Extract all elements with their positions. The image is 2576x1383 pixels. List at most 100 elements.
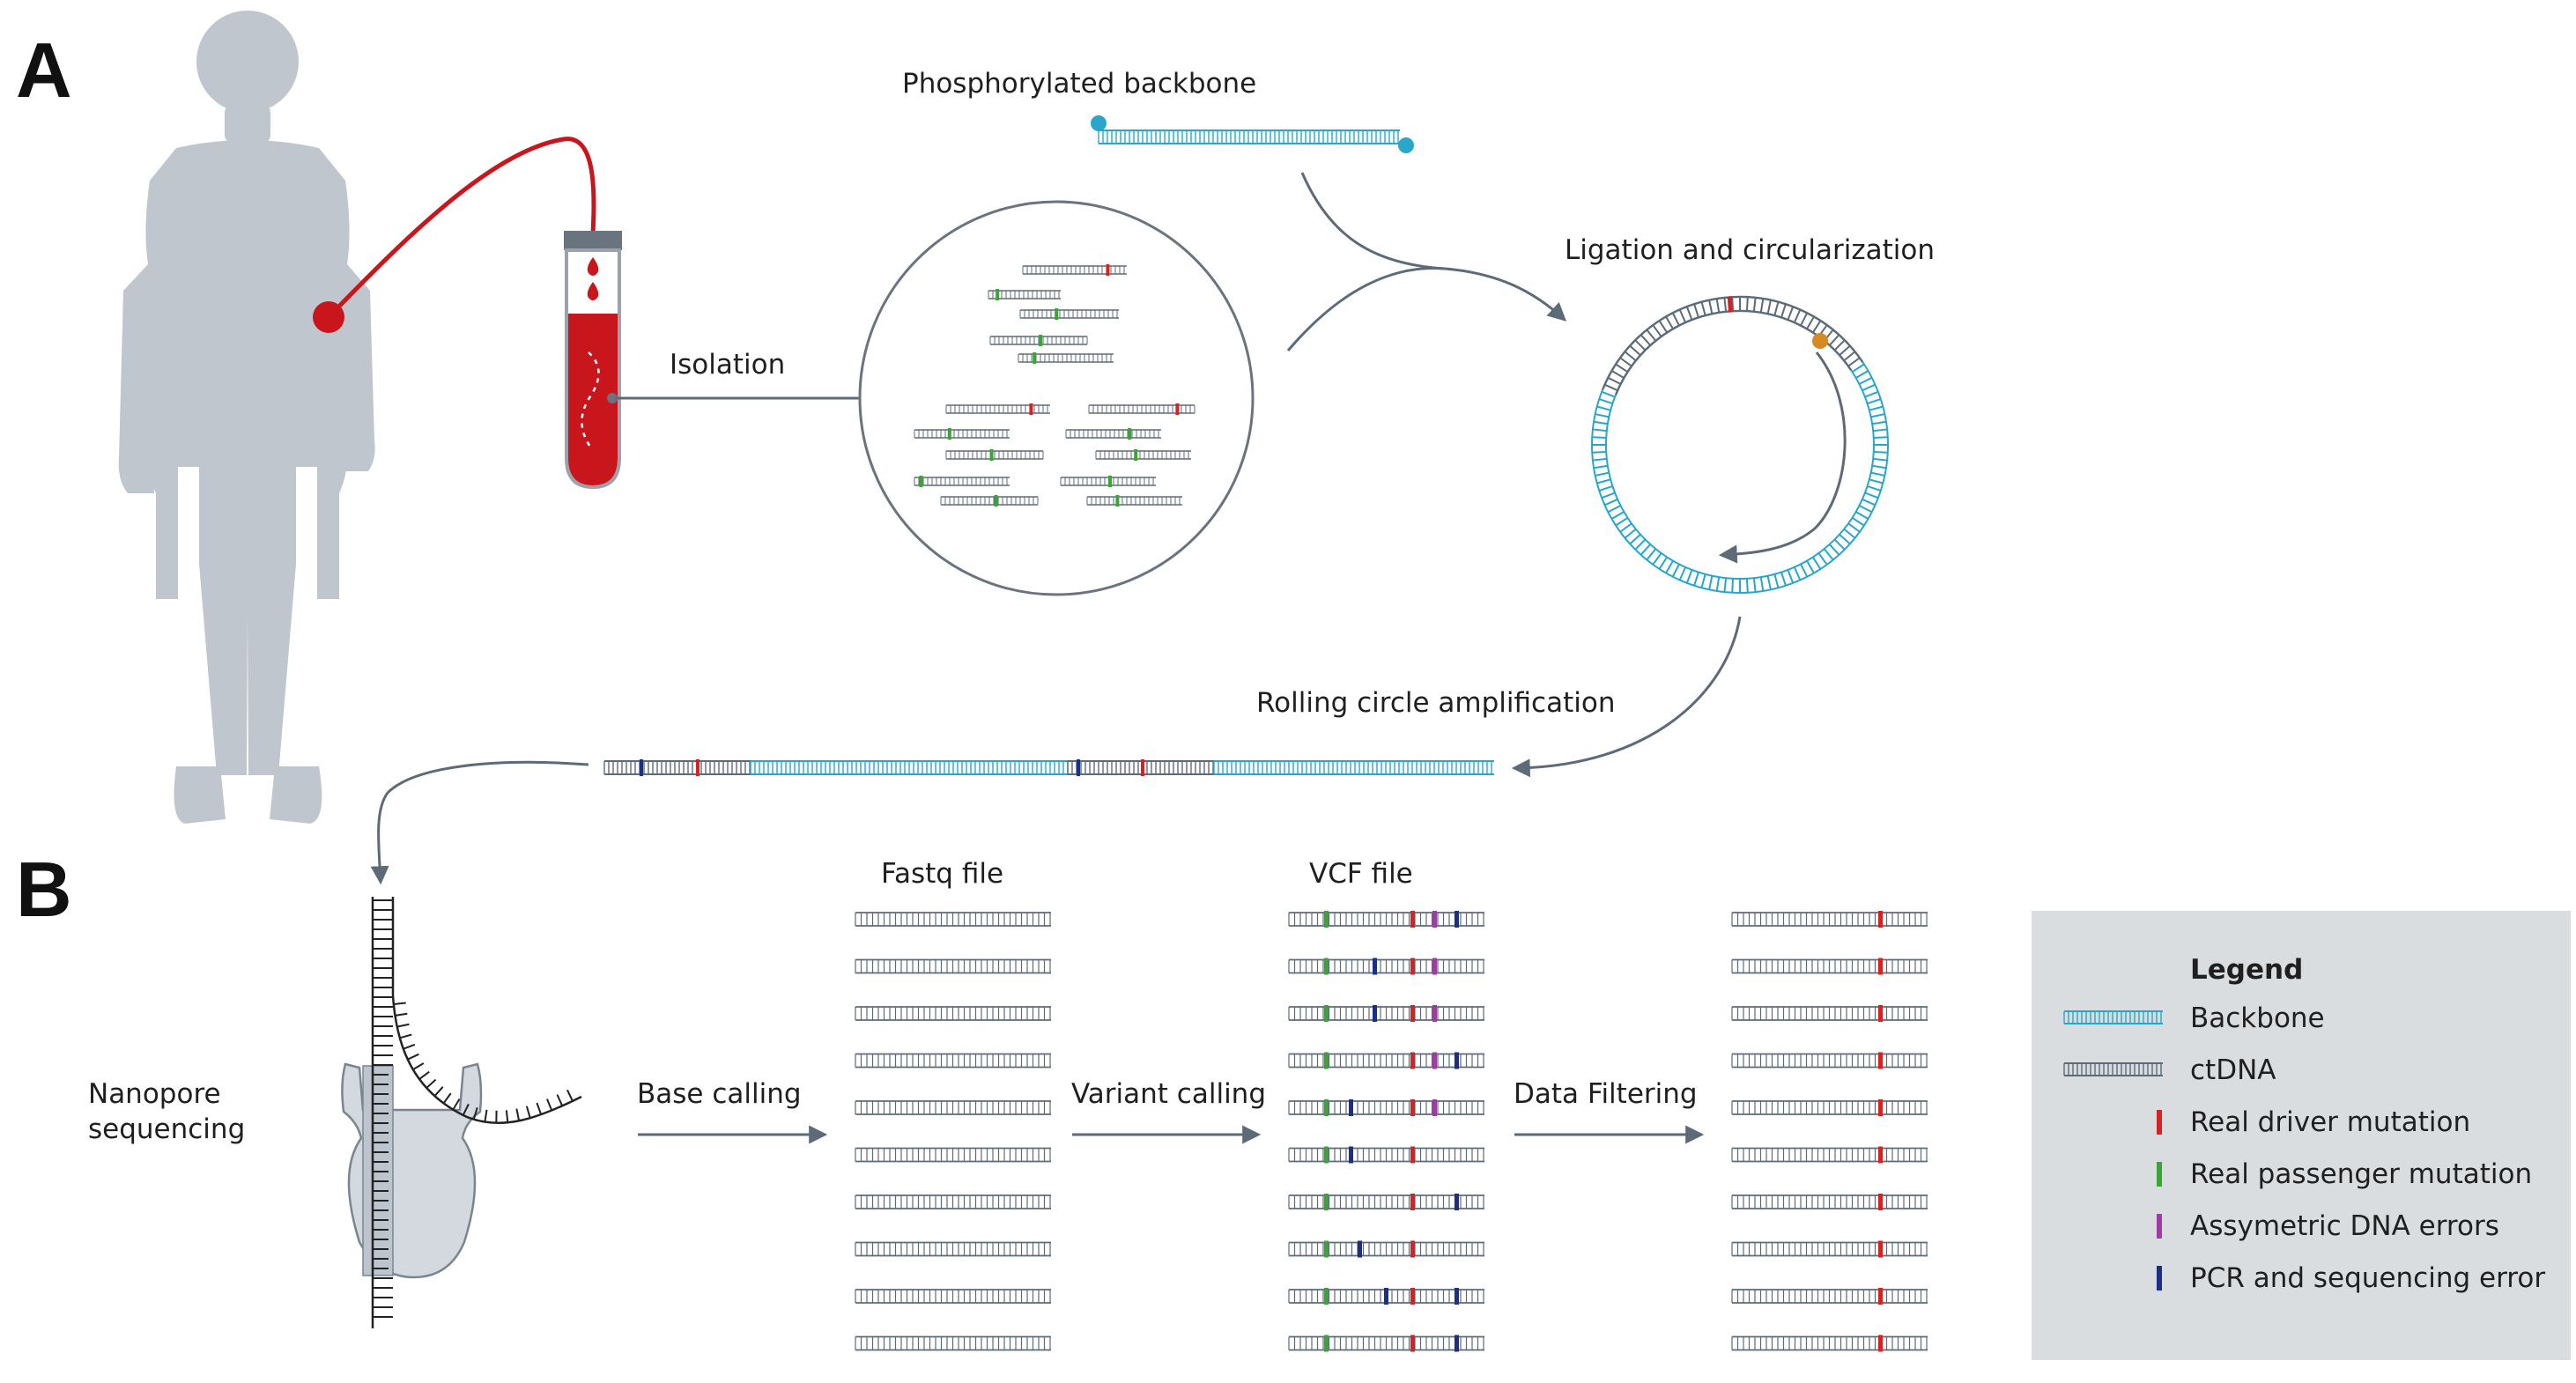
- read-row: [855, 1100, 1051, 1115]
- mutation-mark: [1410, 1288, 1415, 1305]
- mutation-mark: [1878, 1146, 1883, 1164]
- mutation-mark: [640, 759, 643, 776]
- mutation-mark: [1324, 1335, 1329, 1352]
- read-row: [1731, 1289, 1928, 1304]
- fragments-to-ligation-arrow: [1286, 266, 1446, 351]
- ligation-label: Ligation and circularization: [1565, 234, 1935, 266]
- backbone-label: Phosphorylated backbone: [902, 68, 1256, 100]
- read-row: [1288, 1335, 1484, 1351]
- phosphate-dot: [1091, 115, 1107, 131]
- base-calling-label: Base calling: [637, 1078, 802, 1110]
- read-row: [855, 1147, 1051, 1163]
- legend-item: ctDNA: [2063, 1054, 2276, 1086]
- read-row: [855, 1335, 1051, 1351]
- mutation-mark: [1384, 1288, 1388, 1305]
- legend-item-label: ctDNA: [2190, 1054, 2276, 1086]
- fastq-label: Fastq file: [881, 858, 1003, 890]
- cfdna-fragment: [1065, 429, 1161, 439]
- cfdna-fragment: [940, 496, 1039, 506]
- legend-item-label: Real driver mutation: [2190, 1106, 2470, 1138]
- mutation-mark: [1039, 335, 1042, 346]
- mutation-mark: [1349, 1099, 1353, 1116]
- cfdna-fragment: [1095, 450, 1191, 460]
- legend-swatch: [2157, 1214, 2162, 1239]
- backbone-to-ligation-arrow: [1300, 172, 1567, 322]
- mutation-mark: [1134, 449, 1138, 461]
- mutation-mark: [947, 428, 951, 440]
- mutation-mark: [1141, 759, 1144, 776]
- mutation-mark: [1324, 1240, 1329, 1258]
- read-row: [1288, 1241, 1484, 1257]
- mutation-mark: [989, 449, 994, 461]
- data-filtering-label: Data Filtering: [1514, 1078, 1698, 1110]
- circularized-dna: [1591, 295, 1889, 594]
- mutation-mark: [1115, 495, 1120, 507]
- isolation-label: Isolation: [670, 349, 785, 381]
- mutation-mark: [1727, 296, 1733, 313]
- read-row: [1731, 958, 1928, 974]
- mutation-mark: [1373, 958, 1377, 975]
- read-row: [1288, 1006, 1484, 1021]
- mutation-mark: [1358, 1240, 1362, 1258]
- read-row: [1731, 1006, 1928, 1021]
- mutation-mark: [1878, 1288, 1883, 1305]
- mutation-mark: [1410, 1335, 1415, 1352]
- read-row: [855, 1006, 1051, 1021]
- fastq-reads: [855, 912, 1051, 1351]
- mutation-mark: [1455, 911, 1459, 928]
- legend-swatch-ctdna: [2063, 1062, 2163, 1076]
- puncture-site: [313, 301, 344, 333]
- mutation-mark: [1108, 476, 1112, 487]
- cfdna-fragment: [945, 450, 1044, 460]
- mutation-mark: [1878, 1240, 1883, 1258]
- legend-item-label: PCR and sequencing error: [2190, 1262, 2545, 1294]
- mutation-mark: [1324, 958, 1329, 975]
- mutation-mark: [1349, 1146, 1353, 1164]
- mutation-mark: [1878, 911, 1883, 928]
- legend-item: Real passenger mutation: [2157, 1158, 2532, 1190]
- read-row: [1731, 912, 1928, 927]
- mutation-mark: [1410, 958, 1415, 975]
- mutation-mark: [1878, 1099, 1883, 1116]
- nanopore-dna-strand: [371, 897, 582, 1328]
- mutation-mark: [1432, 911, 1437, 928]
- read-row: [1731, 1335, 1928, 1351]
- panel-letter-a: A: [16, 26, 72, 114]
- rca-segment: [1213, 760, 1494, 775]
- mutation-mark: [1324, 1099, 1329, 1116]
- nanopore-label-line2: sequencing: [88, 1113, 245, 1145]
- cfdna-fragments: [914, 264, 1195, 507]
- mutation-mark: [994, 495, 998, 507]
- read-row: [1731, 1147, 1928, 1163]
- rca-to-nanopore-arrow: [370, 760, 589, 885]
- legend-item: Backbone: [2063, 1002, 2325, 1034]
- read-row: [1731, 1241, 1928, 1257]
- mutation-mark: [1410, 1240, 1415, 1258]
- nanopore-pore: [341, 1062, 483, 1279]
- mutation-mark: [1410, 1052, 1415, 1069]
- blood-tube-line: [327, 137, 596, 319]
- mutation-mark: [1410, 911, 1415, 928]
- legend-box: [2032, 911, 2571, 1360]
- mutation-mark: [1324, 1146, 1329, 1164]
- nanopore-label-line1: Nanopore: [88, 1078, 221, 1110]
- read-row: [1731, 1194, 1928, 1209]
- mutation-mark: [1878, 958, 1883, 975]
- mutation-mark: [1432, 1052, 1437, 1069]
- read-row: [1731, 1053, 1928, 1069]
- mutation-mark: [1410, 1005, 1415, 1022]
- phosphorylated-backbone: [1091, 115, 1414, 153]
- mutation-mark: [1878, 1052, 1883, 1069]
- legend-title: Legend: [2190, 954, 2303, 986]
- cfdna-fragment: [914, 477, 1010, 486]
- rca-label: Rolling circle amplification: [1256, 687, 1615, 719]
- legend-swatch: [2157, 1110, 2162, 1135]
- mutation-mark: [1455, 1288, 1459, 1305]
- vcf-label: VCF file: [1309, 858, 1413, 890]
- panel-letter-b: B: [16, 846, 72, 933]
- cfdna-magnifier-circle: [858, 200, 1255, 596]
- mutation-mark: [1128, 428, 1132, 440]
- legend-item-label: Real passenger mutation: [2190, 1158, 2532, 1190]
- mutation-mark: [1373, 1005, 1377, 1022]
